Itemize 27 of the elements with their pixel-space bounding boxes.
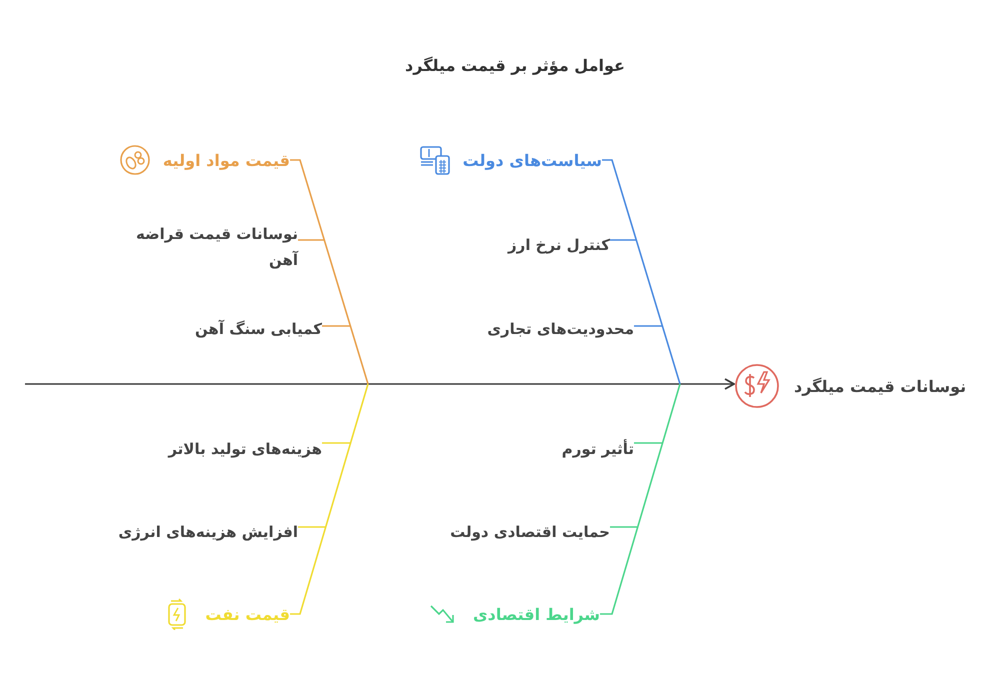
category-label: سیاست‌های دولت [462,150,602,170]
tick-line [322,325,351,327]
cause-label: محدودیت‌های تجاری [487,316,634,342]
category-label: قیمت مواد اولیه [162,150,290,170]
tick-line [634,442,662,444]
cause-label: کمیابی سنگ آهن [194,316,322,342]
tick-line [610,526,637,528]
cause-label: حمایت اقتصادی دولت [450,519,610,545]
cause-label: تأثیر تورم [562,436,634,462]
cause-label: هزینه‌های تولید بالاتر [168,436,322,462]
bone-line [602,159,681,384]
bone-line [290,159,369,384]
tick-line [298,526,325,528]
title: عوامل مؤثر بر قیمت میلگرد [404,56,626,75]
spine-arrow [25,378,735,390]
effect-label: نوسانات قیمت میلگرد [794,376,966,396]
tick-line [634,325,663,327]
bone-line [600,384,681,615]
category-label: شرایط اقتصادی [472,604,600,624]
cause-label: افزایش هزینه‌های انرژی [118,519,298,545]
tick-line [322,442,350,444]
bone-line [290,384,369,615]
tick-line [298,239,325,241]
cause-label: نوسانات قیمت قراضه آهن [108,221,298,273]
tick-line [610,239,637,241]
category-label: قیمت نفت [205,604,290,624]
cause-label: کنترل نرخ ارز [508,232,610,258]
